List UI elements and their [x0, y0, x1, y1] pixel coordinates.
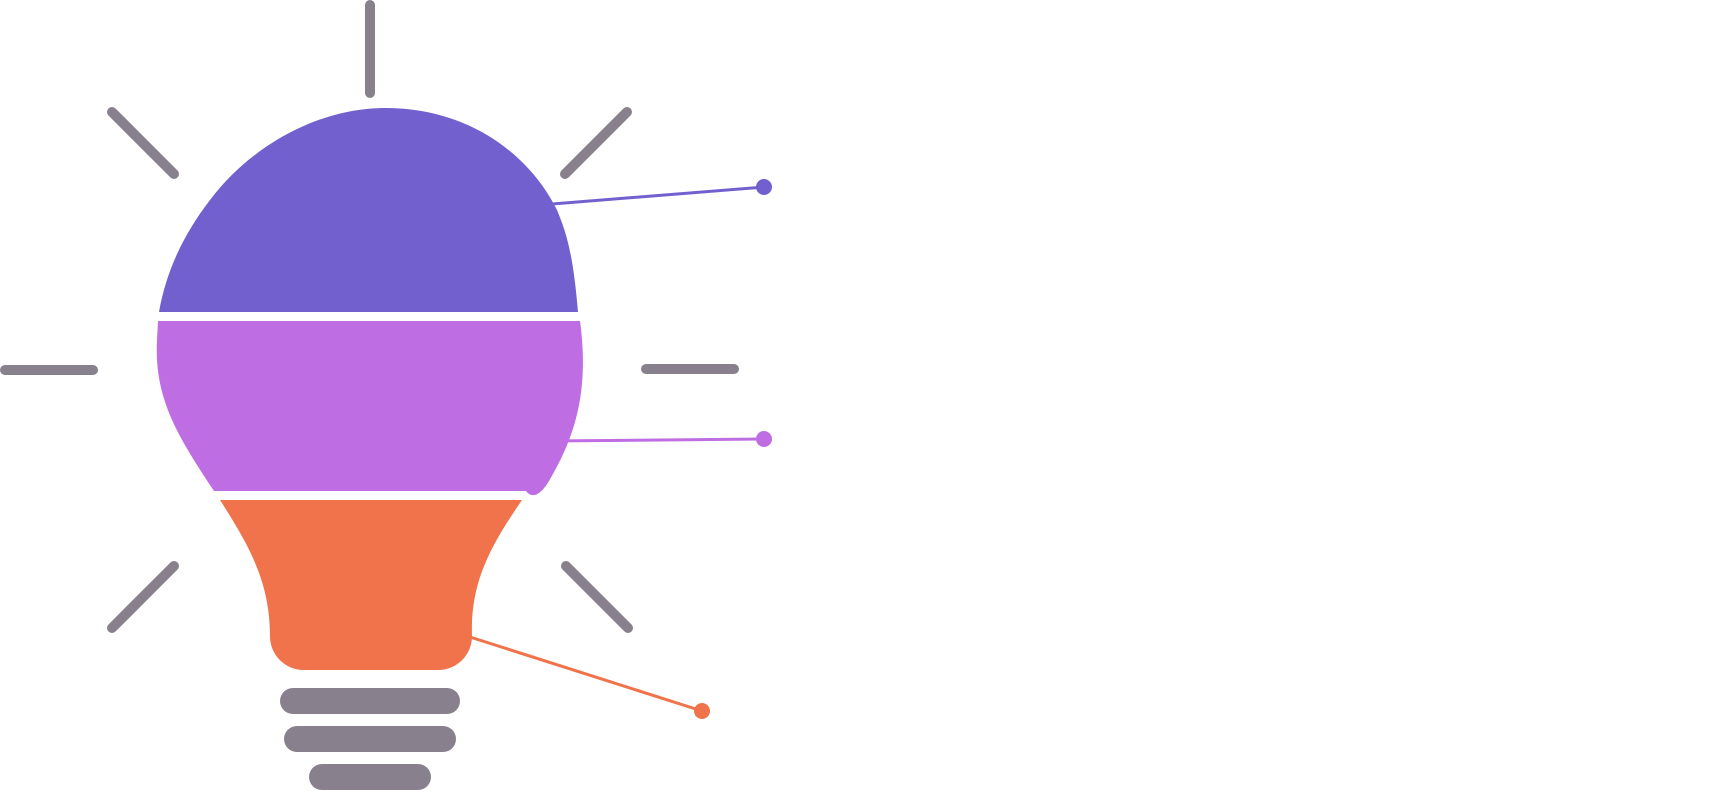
bulb — [156, 108, 583, 670]
callout-middle-line — [549, 437, 765, 443]
ray-upper-right — [560, 107, 632, 179]
bulb-top-segment — [159, 108, 578, 312]
callout-top-line — [514, 185, 765, 209]
callout-top-dot — [756, 179, 772, 195]
base-bar-2 — [284, 726, 456, 752]
ray-upper-left — [107, 107, 179, 179]
callout-middle-dot — [756, 431, 772, 447]
callout-bottom — [469, 635, 710, 719]
ray-lower-right — [561, 561, 633, 633]
callout-middle — [549, 431, 772, 447]
bulb-base — [280, 688, 460, 790]
bulb-middle-segment — [156, 321, 583, 496]
ray-lower-left — [107, 561, 179, 633]
callout-bottom-line — [469, 635, 703, 713]
callout-top — [514, 179, 772, 209]
base-bar-1 — [280, 688, 460, 714]
callout-lines — [469, 179, 772, 719]
callout-bottom-dot — [694, 703, 710, 719]
base-bar-3 — [309, 764, 431, 790]
bulb-bottom-segment — [220, 500, 522, 670]
light-rays — [0, 0, 739, 633]
